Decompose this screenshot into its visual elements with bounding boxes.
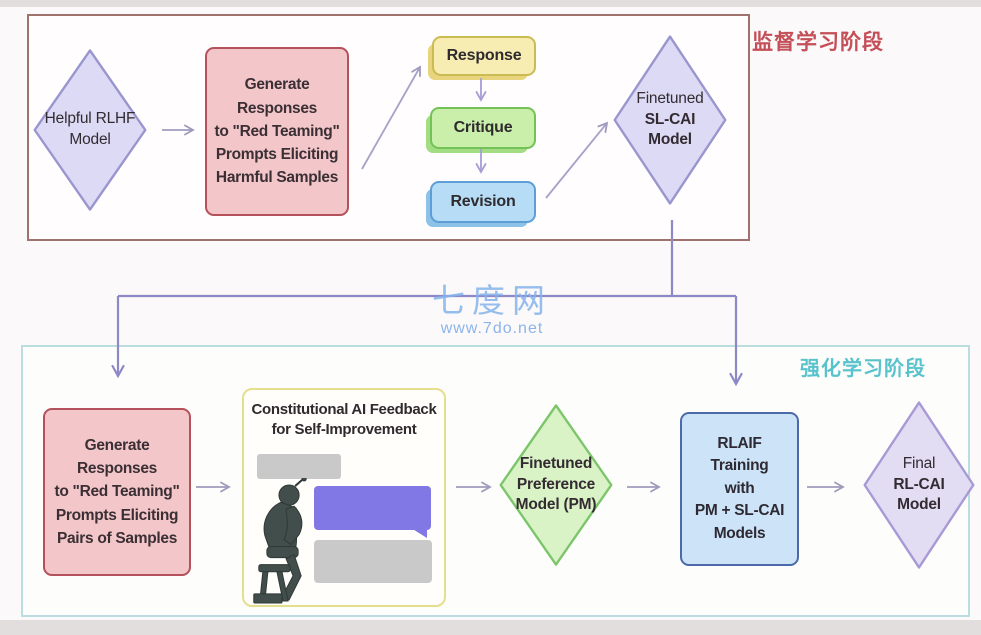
feedback-gray-bar-top: [257, 454, 341, 479]
diamond-shape-icon: [613, 34, 727, 206]
generate-harmful-samples-label: Generate Responses to "Red Teaming" Prom…: [214, 76, 340, 187]
final-rlcai-model-label: Final RL-CAI Model: [893, 454, 945, 514]
rlaif-training-label: RLAIF Training with PM + SL-CAI Models: [694, 434, 785, 542]
feedback-gray-bar-bottom: [314, 540, 432, 583]
critique-box: Critique: [430, 107, 536, 149]
diamond-shape-icon: [863, 400, 975, 570]
generate-pairs-samples-box: Generate Responses to "Red Teaming" Prom…: [43, 408, 191, 576]
top-gray-band: [0, 0, 981, 7]
helpful-rlhf-model-diamond: Helpful RLHF Model: [33, 48, 147, 212]
preference-model-diamond: Finetuned Preference Model (PM): [499, 403, 613, 567]
slcai-model-label: Finetuned SL-CAI Model: [636, 89, 704, 149]
cai-feedback-title: Constitutional AI Feedback for Self-Impr…: [251, 401, 437, 439]
slcai-model-diamond: Finetuned SL-CAI Model: [613, 34, 727, 206]
response-box: Response: [432, 36, 536, 76]
sl-phase-label: 监督学习阶段: [752, 31, 884, 54]
generate-pairs-samples-label: Generate Responses to "Red Teaming" Prom…: [54, 436, 180, 547]
watermark-url: www.7do.net: [440, 320, 544, 337]
feedback-purple-bar: [314, 486, 431, 530]
thinking-robot-icon: [253, 478, 307, 604]
rl-phase-label: 强化学习阶段: [800, 358, 926, 380]
final-rlcai-model-diamond: Final RL-CAI Model: [863, 400, 975, 570]
revision-box: Revision: [430, 181, 536, 223]
bottom-gray-band: [0, 620, 981, 635]
diamond-shape-icon: [33, 48, 147, 212]
rlaif-training-box: RLAIF Training with PM + SL-CAI Models: [680, 412, 799, 566]
diamond-shape-icon: [499, 403, 613, 567]
revision-label: Revision: [450, 193, 516, 210]
cai-feedback-box: Constitutional AI Feedback for Self-Impr…: [242, 388, 446, 607]
helpful-rlhf-model-label: Helpful RLHF Model: [44, 110, 136, 148]
generate-harmful-samples-box: Generate Responses to "Red Teaming" Prom…: [205, 47, 349, 216]
critique-label: Critique: [453, 119, 513, 136]
watermark: 七度网 www.7do.net: [382, 284, 602, 338]
preference-model-label: Finetuned Preference Model (PM): [515, 454, 597, 514]
watermark-title: 七度网: [432, 282, 552, 319]
response-label: Response: [446, 47, 522, 64]
